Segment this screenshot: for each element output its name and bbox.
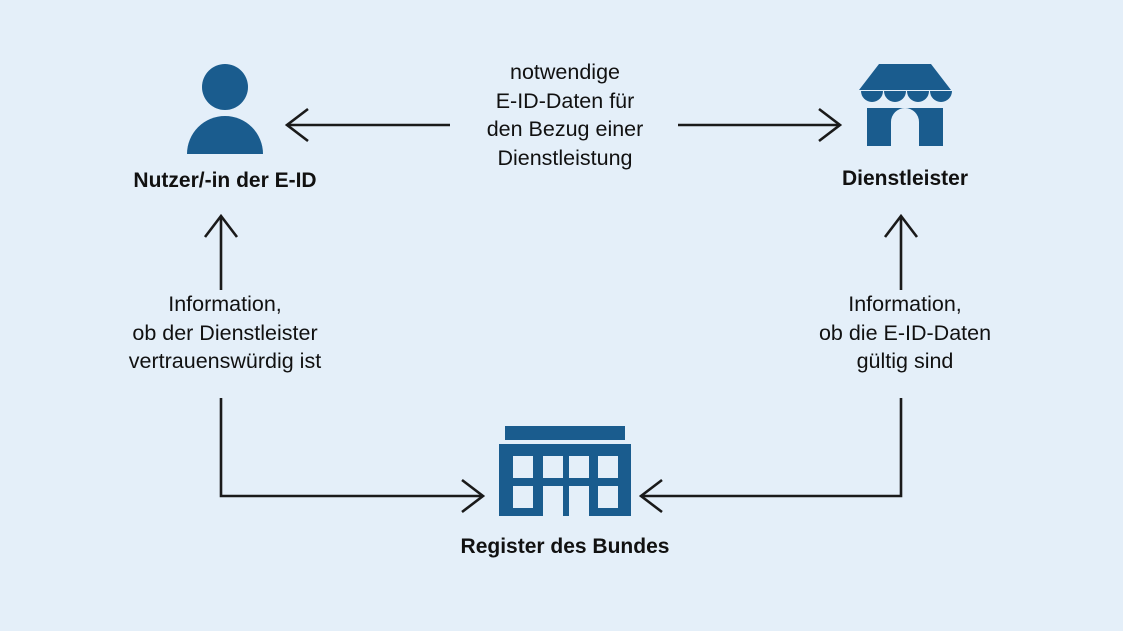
node-provider-label: Dienstleister (841, 167, 969, 190)
shop-icon (760, 58, 1050, 153)
node-provider[interactable]: Dienstleister (760, 58, 1050, 191)
person-icon (60, 62, 390, 159)
node-register-label: Register des Bundes (460, 535, 670, 558)
edge-label-top: notwendige E-ID-Daten für den Bezug eine… (486, 60, 644, 170)
arrow-register-to-provider (883, 213, 919, 290)
edge-label-left: Information, ob der Dienstleister vertra… (128, 292, 322, 373)
node-user[interactable]: Nutzer/-in der E-ID (60, 62, 390, 193)
edge-label-right: Information, ob die E-ID-Daten gültig si… (818, 292, 992, 373)
node-register[interactable]: Register des Bundes (420, 424, 710, 559)
arrow-register-to-user (203, 213, 239, 290)
government-building-icon (420, 424, 710, 523)
node-user-label: Nutzer/-in der E-ID (133, 169, 317, 192)
